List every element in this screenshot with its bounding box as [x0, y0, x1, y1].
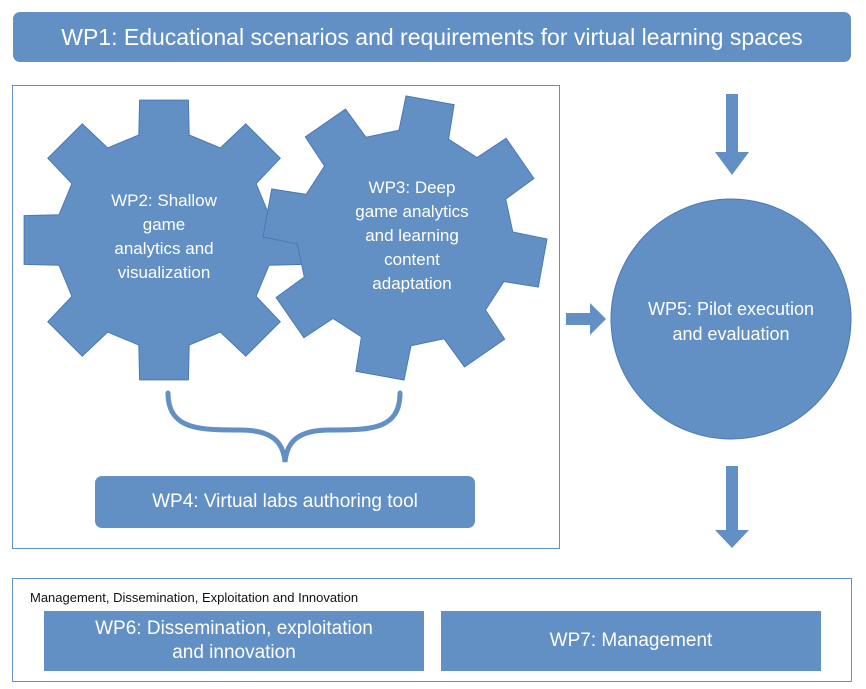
arrow-right: [566, 303, 606, 335]
management-heading: Management, Dissemination, Exploitation …: [30, 590, 359, 605]
wp3-label-line-3: and learning: [365, 226, 459, 245]
wp7-label: WP7: Management: [549, 630, 713, 651]
wp2-label-line-4: visualization: [118, 263, 211, 282]
wp6-label-line-2: and innovation: [172, 642, 296, 663]
wp5-label-line-2: and evaluation: [672, 324, 789, 344]
wp2-gear: WP2: Shallow game analytics and visualiz…: [23, 99, 305, 381]
wp5-circle: WP5: Pilot execution and evaluation: [610, 198, 852, 440]
wp7-box: WP7: Management: [441, 611, 821, 671]
wp3-label-line-4: content: [384, 250, 440, 269]
wp3-label-line-5: adaptation: [372, 274, 451, 293]
wp3-label-line-2: game analytics: [355, 202, 468, 221]
wp5-label-line-1: WP5: Pilot execution: [648, 299, 814, 319]
wp2-label-line-3: analytics and: [114, 239, 213, 258]
wp6-label-line-1: WP6: Dissemination, exploitation: [95, 618, 373, 639]
arrow-down-top: [715, 94, 749, 175]
wp3-gear: WP3: Deep game analytics and learning co…: [262, 95, 548, 381]
wp4-label: WP4: Virtual labs authoring tool: [152, 491, 418, 512]
arrow-down-bottom: [715, 466, 749, 548]
wp6-box: WP6: Dissemination, exploitation and inn…: [44, 611, 424, 671]
wp1-banner: WP1: Educational scenarios and requireme…: [13, 12, 851, 62]
wp2-label-line-2: game: [143, 215, 186, 234]
curly-brace: [165, 390, 403, 463]
wp1-label: WP1: Educational scenarios and requireme…: [61, 23, 803, 50]
wp3-label-line-1: WP3: Deep: [369, 178, 456, 197]
wp4-box: WP4: Virtual labs authoring tool: [95, 476, 475, 528]
wp2-label-line-1: WP2: Shallow: [111, 191, 218, 210]
